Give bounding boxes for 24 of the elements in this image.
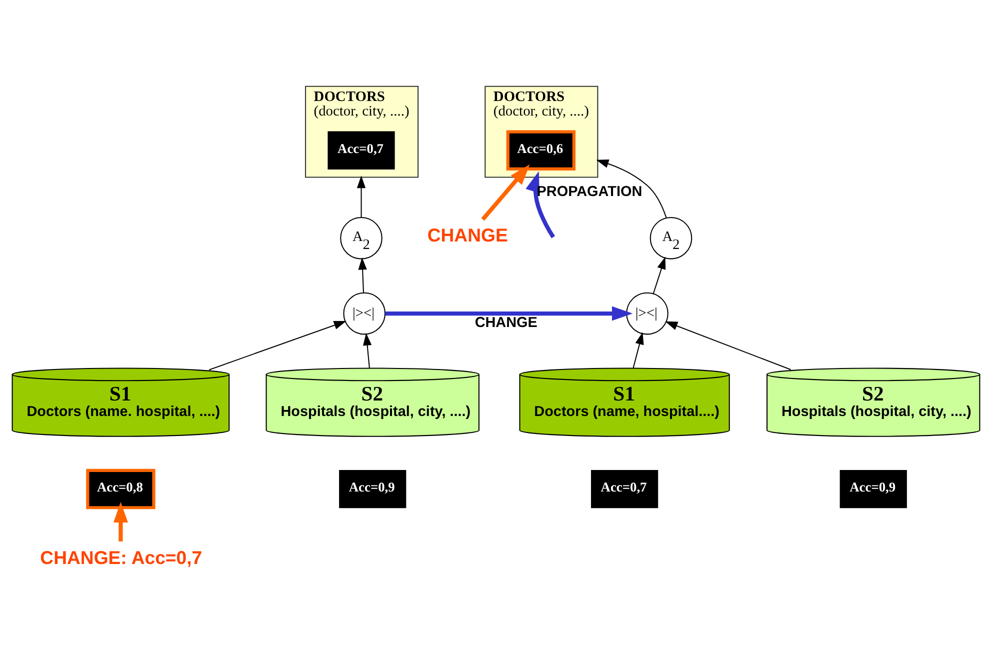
arrow	[208, 320, 346, 370]
node-box: Acc=0,7	[590, 470, 658, 508]
node-box: Acc=0,8	[86, 468, 156, 510]
arrow	[481, 164, 530, 221]
node-circle: |><|	[626, 292, 668, 335]
node-text: CHANGE	[427, 224, 508, 246]
node-box: Acc=0,7	[328, 131, 395, 170]
arrow	[665, 321, 791, 370]
arrow	[113, 502, 128, 542]
node-box: Acc=0,6	[506, 130, 576, 171]
edge-label: CHANGE	[474, 315, 538, 332]
arrow	[356, 176, 366, 218]
node-box: Acc=0,9	[339, 470, 406, 508]
node-box: Acc=0,9	[840, 470, 907, 508]
arrow	[632, 332, 644, 368]
arrow	[385, 306, 633, 321]
node-text: CHANGE: Acc=0,7	[40, 546, 202, 568]
arrow	[362, 333, 372, 368]
edge-label: PROPAGATION	[536, 184, 642, 200]
node-circle: |><|	[343, 292, 386, 335]
arrow	[358, 257, 367, 293]
arrow	[652, 256, 666, 294]
arrow	[596, 160, 667, 218]
arrow	[526, 171, 555, 238]
